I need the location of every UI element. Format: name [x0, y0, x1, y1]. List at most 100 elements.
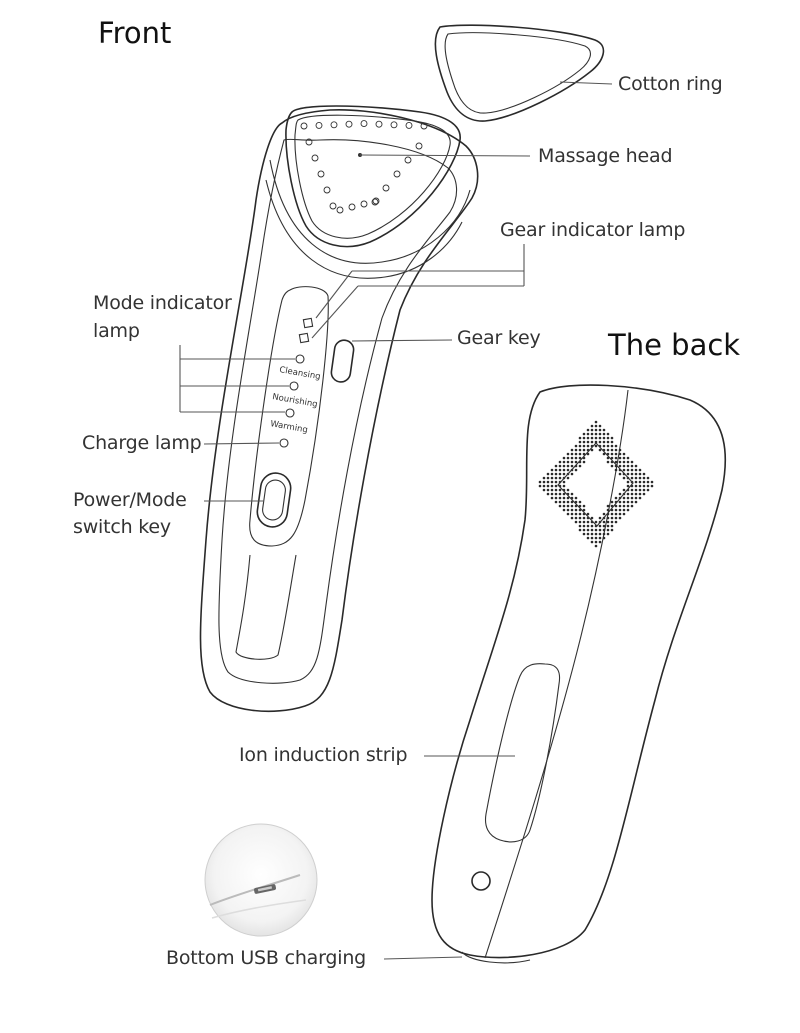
back-dot — [554, 496, 558, 500]
back-dot — [578, 444, 582, 448]
back-dot — [554, 488, 558, 492]
back-dot — [590, 424, 594, 428]
back-dot — [554, 472, 558, 476]
back-dot — [578, 500, 582, 504]
back-dot — [542, 480, 546, 484]
back-dot — [614, 520, 618, 524]
back-dot — [634, 488, 638, 492]
back-dot — [618, 472, 622, 476]
back-dot — [590, 448, 594, 452]
cleansing-text: Cleansing — [278, 365, 321, 382]
head-dot — [345, 120, 353, 128]
back-dot — [578, 524, 582, 528]
usb-port-icon — [204, 823, 318, 937]
back-dot — [626, 496, 630, 500]
back-dot — [562, 504, 566, 508]
back-dot — [638, 492, 642, 496]
back-dot — [638, 488, 642, 492]
back-dot — [606, 436, 610, 440]
head-dot — [329, 202, 337, 210]
back-dot — [558, 460, 562, 464]
back-dot — [610, 516, 614, 520]
back-dot — [638, 472, 642, 476]
back-dot — [586, 444, 590, 448]
back-dot — [610, 456, 614, 460]
back-dot — [562, 508, 566, 512]
back-dot — [598, 528, 602, 532]
back-dot — [590, 528, 594, 532]
back-dot — [562, 468, 566, 472]
back-title: The back — [608, 328, 741, 362]
back-dot — [582, 504, 586, 508]
back-dot — [546, 472, 550, 476]
head-dot — [404, 156, 412, 164]
back-dot — [606, 432, 610, 436]
back-dot — [562, 496, 566, 500]
back-dot — [594, 528, 598, 532]
back-dot — [538, 480, 542, 484]
back-dot — [622, 464, 626, 468]
back-dot — [630, 472, 634, 476]
back-dot — [542, 484, 546, 488]
back-dot — [590, 524, 594, 528]
back-dot — [566, 460, 570, 464]
back-dot — [590, 516, 594, 520]
head-dot — [420, 122, 428, 130]
back-dot — [618, 448, 622, 452]
back-dot — [606, 516, 610, 520]
back-dot — [582, 432, 586, 436]
back-dot — [590, 540, 594, 544]
head-dot — [323, 186, 331, 194]
back-dot — [586, 520, 590, 524]
back-dot — [614, 508, 618, 512]
back-dot — [606, 460, 610, 464]
back-dot — [574, 516, 578, 520]
back-dot — [610, 448, 614, 452]
bottom-usb-charging-label: Bottom USB charging — [166, 947, 367, 969]
back-dot — [602, 532, 606, 536]
back-dot — [630, 496, 634, 500]
back-dot — [570, 452, 574, 456]
back-dot — [610, 528, 614, 532]
back-dot — [598, 436, 602, 440]
back-dot — [618, 516, 622, 520]
back-dot — [586, 532, 590, 536]
back-dot — [546, 480, 550, 484]
back-dot — [594, 424, 598, 428]
back-dot — [594, 540, 598, 544]
back-dot — [622, 500, 626, 504]
back-dot — [554, 500, 558, 504]
back-dot — [622, 456, 626, 460]
back-dot — [578, 448, 582, 452]
head-dot — [360, 120, 368, 128]
back-dot — [606, 444, 610, 448]
back-dot — [626, 464, 630, 468]
head-dot — [330, 121, 338, 129]
back-dot — [546, 488, 550, 492]
device-back-icon — [431, 384, 727, 964]
back-dot — [582, 444, 586, 448]
back-dot — [638, 496, 642, 500]
back-dot — [554, 484, 558, 488]
back-dot — [646, 484, 650, 488]
back-dot — [586, 440, 590, 444]
back-dot — [574, 512, 578, 516]
back-dot — [606, 440, 610, 444]
back-dot — [562, 484, 566, 488]
back-dot — [614, 516, 618, 520]
back-dot — [622, 488, 626, 492]
back-dot — [566, 508, 570, 512]
back-dot — [630, 476, 634, 480]
back-dot — [586, 428, 590, 432]
back-dot — [618, 508, 622, 512]
head-dot — [390, 121, 398, 129]
back-dot — [642, 484, 646, 488]
back-dot — [626, 472, 630, 476]
back-dot — [562, 460, 566, 464]
back-dot — [602, 436, 606, 440]
back-dot — [570, 464, 574, 468]
back-dot — [594, 432, 598, 436]
back-dot — [598, 432, 602, 436]
back-dot — [578, 516, 582, 520]
